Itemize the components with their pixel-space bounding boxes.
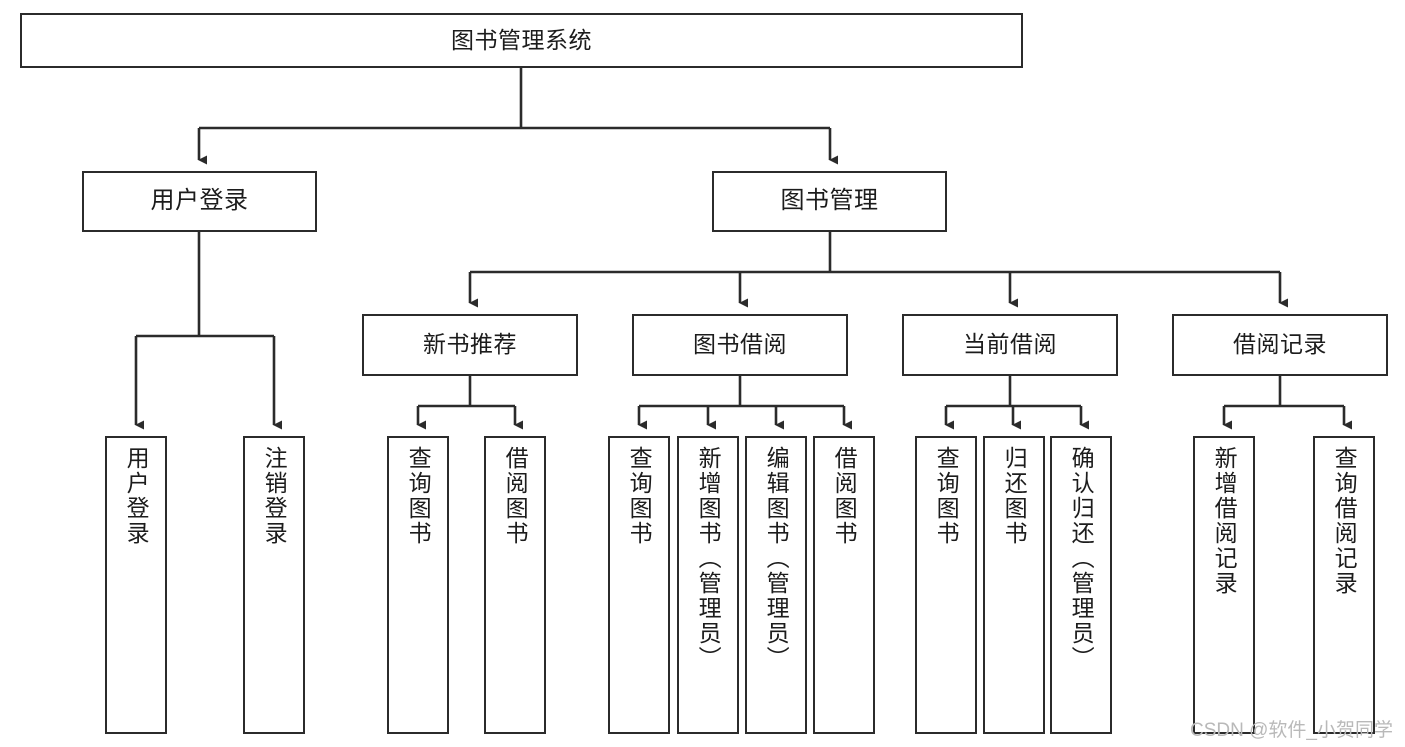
node-leaf-logout[interactable]: 注销登录 xyxy=(243,436,305,734)
node-book-management[interactable]: 图书管理 xyxy=(712,171,947,232)
node-book-borrow-label: 图书借阅 xyxy=(693,331,787,358)
node-new-book-recommend[interactable]: 新书推荐 xyxy=(362,314,578,376)
node-leaf-borrow-book-label: 借阅图书 xyxy=(831,446,858,546)
node-root[interactable]: 图书管理系统 xyxy=(20,13,1023,68)
node-leaf-query-book-new-label: 查询图书 xyxy=(405,446,432,546)
node-leaf-borrow-book-new[interactable]: 借阅图书 xyxy=(484,436,546,734)
node-leaf-add-borrow-record[interactable]: 新增借阅记录 xyxy=(1193,436,1255,734)
node-leaf-add-book-label: 新增图书（管理员） xyxy=(695,446,722,671)
node-leaf-query-book-current-label: 查询图书 xyxy=(933,446,960,546)
node-leaf-borrow-book[interactable]: 借阅图书 xyxy=(813,436,875,734)
node-book-management-label: 图书管理 xyxy=(780,187,879,215)
node-leaf-query-book-borrow[interactable]: 查询图书 xyxy=(608,436,670,734)
node-leaf-return-book-label: 归还图书 xyxy=(1001,446,1028,546)
node-leaf-confirm-return-label: 确认归还（管理员） xyxy=(1068,446,1095,671)
node-borrow-records-label: 借阅记录 xyxy=(1233,331,1327,358)
csdn-watermark: CSDN @软件_小贺同学 xyxy=(1190,720,1393,741)
node-user-login[interactable]: 用户登录 xyxy=(82,171,317,232)
node-leaf-query-borrow-record[interactable]: 查询借阅记录 xyxy=(1313,436,1375,734)
node-leaf-edit-book-label: 编辑图书（管理员） xyxy=(763,446,790,671)
node-leaf-logout-label: 注销登录 xyxy=(261,446,288,546)
node-leaf-query-book-current[interactable]: 查询图书 xyxy=(915,436,977,734)
node-book-borrow[interactable]: 图书借阅 xyxy=(632,314,848,376)
node-leaf-query-book-new[interactable]: 查询图书 xyxy=(387,436,449,734)
node-leaf-confirm-return[interactable]: 确认归还（管理员） xyxy=(1050,436,1112,734)
node-leaf-add-borrow-record-label: 新增借阅记录 xyxy=(1211,446,1238,596)
node-leaf-borrow-book-new-label: 借阅图书 xyxy=(502,446,529,546)
node-leaf-user-login[interactable]: 用户登录 xyxy=(105,436,167,734)
node-leaf-add-book[interactable]: 新增图书（管理员） xyxy=(677,436,739,734)
node-leaf-query-borrow-record-label: 查询借阅记录 xyxy=(1331,446,1358,596)
node-current-borrow-label: 当前借阅 xyxy=(963,331,1057,358)
node-root-label: 图书管理系统 xyxy=(451,26,592,53)
node-leaf-query-book-borrow-label: 查询图书 xyxy=(626,446,653,546)
node-new-book-recommend-label: 新书推荐 xyxy=(423,331,517,358)
node-leaf-return-book[interactable]: 归还图书 xyxy=(983,436,1045,734)
node-user-login-label: 用户登录 xyxy=(150,187,249,215)
node-current-borrow[interactable]: 当前借阅 xyxy=(902,314,1118,376)
node-leaf-edit-book[interactable]: 编辑图书（管理员） xyxy=(745,436,807,734)
node-borrow-records[interactable]: 借阅记录 xyxy=(1172,314,1388,376)
node-leaf-user-login-label: 用户登录 xyxy=(123,446,150,546)
